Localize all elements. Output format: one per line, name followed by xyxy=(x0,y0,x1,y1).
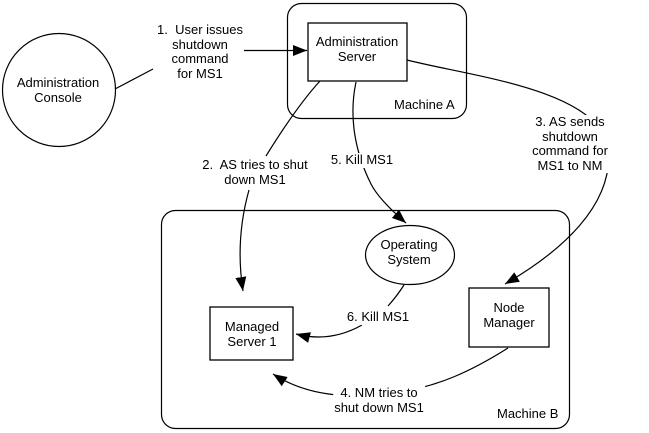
operating-system-label: Operating System xyxy=(380,237,438,267)
server-to-step2-leader-line xyxy=(265,80,321,157)
step6-arrow xyxy=(295,324,363,343)
step5-arrow xyxy=(352,81,407,224)
machine-a-label: Machine A xyxy=(394,97,455,112)
machine-b-label: Machine B xyxy=(497,406,559,421)
step2-label: 2. AS tries to shut down MS1 xyxy=(201,157,309,187)
operating-system-ellipse xyxy=(364,224,456,286)
step3-label: 3. AS sends shutdown command for MS1 to … xyxy=(530,114,610,173)
step5-label: 5. Kill MS1 xyxy=(329,152,395,168)
step4-label: 4. NM tries to shut down MS1 xyxy=(333,385,425,415)
console-to-step1-leader-line xyxy=(114,68,154,90)
step1-label: 1. User issues shutdown command for MS1 xyxy=(156,22,244,81)
step6-label: 6. Kill MS1 xyxy=(345,309,411,325)
admin-console-circle xyxy=(1,32,117,148)
node-manager-label: Node Manager xyxy=(483,300,535,330)
os-to-step6-leader-line xyxy=(387,284,405,307)
admin-console-label: Administration Console xyxy=(16,75,100,105)
admin-server-box xyxy=(307,22,408,82)
step2-arrow xyxy=(235,189,250,292)
managed-server-box xyxy=(209,306,294,361)
node-manager-box xyxy=(468,287,550,348)
managed-server-label: Managed Server 1 xyxy=(224,319,280,349)
admin-server-label: Administration Server xyxy=(315,34,399,64)
